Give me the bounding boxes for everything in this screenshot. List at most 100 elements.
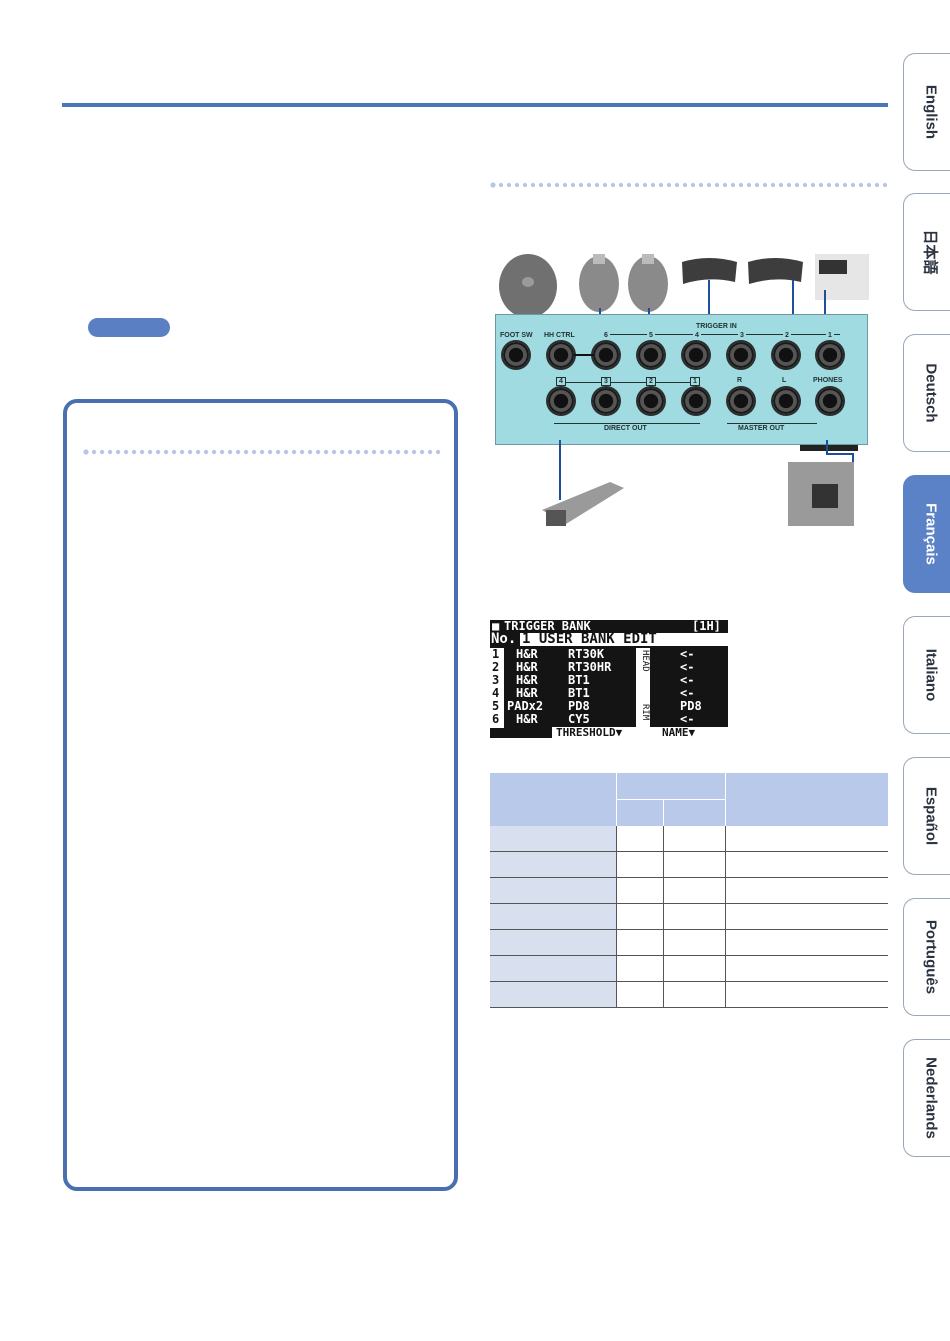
lcd-threshold-tab[interactable]: THRESHOLD▼ bbox=[556, 726, 623, 738]
out-r-label: R bbox=[737, 377, 743, 384]
dot bbox=[187, 449, 193, 455]
lcd-type-cell: H&R bbox=[516, 660, 538, 674]
dot bbox=[227, 449, 233, 455]
language-tab[interactable]: English bbox=[903, 53, 950, 171]
lcd-rim-label: RIM bbox=[640, 704, 650, 721]
direct-out-3-jack[interactable] bbox=[593, 388, 619, 414]
dot bbox=[770, 182, 776, 188]
lcd-title-row: ■ TRIGGER BANK [1H] bbox=[490, 620, 728, 633]
lcd-rim-cell: <- bbox=[680, 647, 695, 661]
language-tab[interactable]: Nederlands bbox=[903, 1039, 950, 1157]
master-out-rule bbox=[727, 423, 817, 424]
dot bbox=[251, 449, 257, 455]
dot bbox=[283, 449, 289, 455]
dot bbox=[578, 182, 584, 188]
foot-sw-jack[interactable] bbox=[503, 342, 529, 368]
dot bbox=[650, 182, 656, 188]
dot bbox=[794, 182, 800, 188]
dot bbox=[562, 182, 568, 188]
dot bbox=[802, 182, 808, 188]
language-tab[interactable]: Italiano bbox=[903, 616, 950, 734]
dot bbox=[538, 182, 544, 188]
dot bbox=[818, 182, 824, 188]
dot bbox=[331, 449, 337, 455]
pads-illustration bbox=[499, 254, 869, 350]
direct-out-1-jack[interactable] bbox=[683, 388, 709, 414]
dot bbox=[211, 449, 217, 455]
table-row bbox=[490, 981, 888, 1008]
trigger-number-label: 1 bbox=[826, 332, 834, 339]
dot bbox=[746, 182, 752, 188]
dot bbox=[195, 449, 201, 455]
dot bbox=[498, 182, 504, 188]
phones-jack[interactable] bbox=[817, 388, 843, 414]
dot bbox=[594, 182, 600, 188]
pad-mount-icon bbox=[642, 254, 654, 264]
trigger-in-4-jack[interactable] bbox=[683, 342, 709, 368]
dot bbox=[171, 449, 177, 455]
lcd-head-label: HEAD bbox=[640, 650, 650, 672]
lcd-square-icon: ■ bbox=[492, 620, 500, 633]
hh-ctrl-label: HH CTRL bbox=[544, 332, 575, 339]
master-out-r-jack[interactable] bbox=[728, 388, 754, 414]
trigger-number-label: 4 bbox=[693, 332, 701, 339]
language-tab-label: English bbox=[922, 84, 940, 140]
dot bbox=[714, 182, 720, 188]
direct-out-2-jack[interactable] bbox=[638, 388, 664, 414]
dot bbox=[514, 182, 520, 188]
lcd-head-cell: CY5 bbox=[568, 712, 590, 726]
dot bbox=[259, 449, 265, 455]
trigger-number-label: 2 bbox=[783, 332, 791, 339]
dot bbox=[315, 449, 321, 455]
trigger-in-3-jack[interactable] bbox=[728, 342, 754, 368]
language-tab[interactable]: 日本語 bbox=[903, 193, 950, 311]
lcd-name-tab[interactable]: NAME▼ bbox=[662, 726, 696, 738]
dot bbox=[275, 449, 281, 455]
table-cell bbox=[663, 981, 726, 1008]
direct-number-label: 4 bbox=[556, 377, 566, 386]
kick-trigger-body-icon bbox=[819, 260, 847, 274]
trigger-in-1-jack[interactable] bbox=[817, 342, 843, 368]
lcd-row-number: 6 bbox=[492, 712, 500, 726]
hh-ctrl-jack[interactable] bbox=[548, 342, 574, 368]
dot bbox=[786, 182, 792, 188]
dot bbox=[163, 449, 169, 455]
direct-number-label: 2 bbox=[646, 377, 656, 386]
trigger-in-rule bbox=[608, 334, 840, 335]
table-cell bbox=[663, 955, 726, 982]
dot bbox=[115, 449, 121, 455]
master-out-l-jack[interactable] bbox=[773, 388, 799, 414]
language-tab[interactable]: Português bbox=[903, 898, 950, 1016]
dot bbox=[674, 182, 680, 188]
dot bbox=[355, 449, 361, 455]
dot bbox=[698, 182, 704, 188]
dot bbox=[690, 182, 696, 188]
hihat-pedal-base-icon bbox=[546, 510, 566, 526]
direct-out-4-jack[interactable] bbox=[548, 388, 574, 414]
trigger-in-2-jack[interactable] bbox=[773, 342, 799, 368]
dot bbox=[411, 449, 417, 455]
language-tab[interactable]: Deutsch bbox=[903, 334, 950, 452]
dot bbox=[706, 182, 712, 188]
dot bbox=[123, 449, 129, 455]
table-header-cell bbox=[616, 773, 726, 800]
dot bbox=[810, 182, 816, 188]
trigger-in-5-jack[interactable] bbox=[638, 342, 664, 368]
lcd-type-cell: PADx2 bbox=[507, 699, 544, 713]
lcd-head-cell: RT30K bbox=[568, 647, 605, 661]
table-header-cell bbox=[725, 773, 889, 826]
dot bbox=[307, 449, 313, 455]
language-tab[interactable]: Español bbox=[903, 757, 950, 875]
trigger-number-label: 6 bbox=[602, 332, 610, 339]
direct-number-label: 1 bbox=[690, 377, 700, 386]
drum-pad-icon bbox=[579, 256, 619, 312]
language-tab[interactable]: Français bbox=[903, 475, 950, 593]
dot bbox=[243, 449, 249, 455]
lcd-no-label: No. bbox=[491, 631, 517, 647]
trigger-in-6-jack[interactable] bbox=[593, 342, 619, 368]
